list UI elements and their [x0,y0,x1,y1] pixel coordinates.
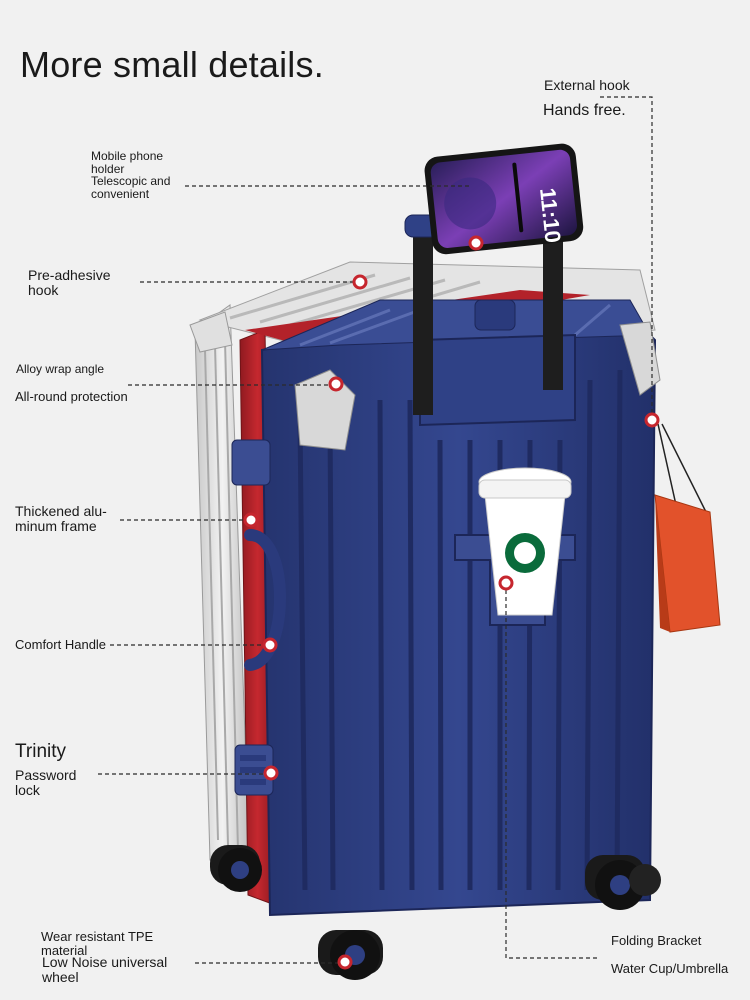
smartphone-icon [424,143,584,255]
comfort-handle-label: Comfort Handle [15,637,107,652]
external-hook-title: External hook [544,77,630,93]
wheel-line4: wheel [42,968,79,985]
callout-phone-holder: Mobile phone holder Telescopic and conve… [91,150,170,200]
callout-password-lock-title: Trinity [15,742,66,762]
callout-alloy-wrap-angle: Alloy wrap angle [16,363,104,376]
aluminum-frame-line1: Thickened alu- [15,503,107,519]
wheel-line3: Low Noise universal [42,954,168,970]
page-title: More small details. [20,44,324,85]
callout-external-hook-subtitle: Hands free. [543,102,626,120]
callout-pre-adhesive-hook: Pre-adhesive hook [28,268,111,297]
password-lock-title: Trinity [15,741,67,762]
phone-holder-line4: convenient [91,186,150,201]
folding-bracket-line2: Water Cup/Umbrella [611,961,729,976]
callout-password-lock: Password lock [15,768,76,797]
callout-wheel-material: Wear resistant TPE material [41,930,153,957]
front-ribs [297,369,623,891]
callout-dot-icon [243,235,660,970]
password-lock-line1: Password [15,767,77,783]
folding-bracket-line1: Folding Bracket [611,933,702,948]
callout-water-cup-umbrella: Water Cup/Umbrella [611,962,728,976]
callout-external-hook: External hook [544,78,630,93]
alloy-wrap-line1: Alloy wrap angle [16,362,105,376]
aluminum-frame-line2: minum frame [15,517,97,534]
external-hook-subtitle: Hands free. [543,102,626,119]
wheel-line1: Wear resistant TPE [41,929,154,944]
shopping-bag-icon [654,423,721,633]
callout-folding-bracket: Folding Bracket [611,934,701,948]
wheel-line2: material [41,942,88,958]
phone-clock: 11:10 [535,187,566,244]
wheels [210,845,661,980]
callout-comfort-handle: Comfort Handle [15,638,106,652]
callout-wheel: Low Noise universal wheel [42,955,167,984]
pre-adhesive-line1: Pre-adhesive [28,267,111,283]
top-lock-shape [231,439,271,486]
phone-holder-line2: holder [91,161,125,176]
phone-holder-line3: Telescopic and [91,174,171,189]
alloy-wrap-line2: All-round protection [15,389,128,404]
phone-holder-line1: Mobile phone [91,149,164,163]
password-lock-line2: lock [15,781,40,798]
callout-aluminum-frame: Thickened alu- minum frame [15,504,107,533]
callout-leader-lines [98,96,653,964]
callout-all-round-protection: All-round protection [15,390,128,404]
pre-adhesive-line2: hook [28,281,59,298]
comfort-handle-shape [244,529,286,671]
